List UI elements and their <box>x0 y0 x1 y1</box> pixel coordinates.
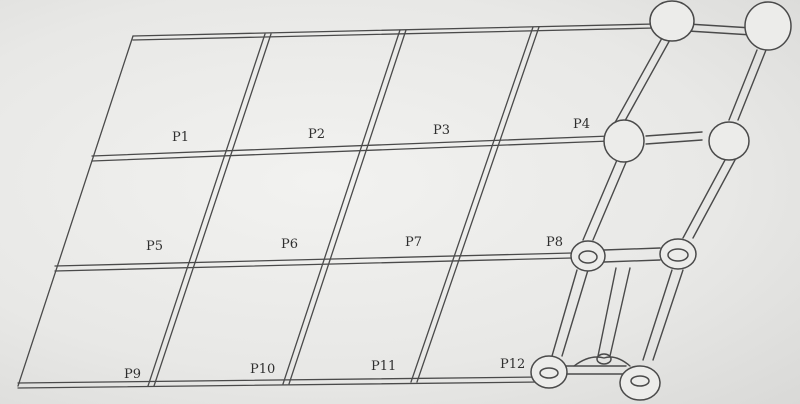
label-p8: P8 <box>546 235 563 250</box>
label-p10: P10 <box>250 362 275 377</box>
lower-beam-bottom <box>566 366 626 374</box>
label-p5: P5 <box>146 239 163 254</box>
label-p3: P3 <box>433 123 450 138</box>
column-base <box>574 357 630 366</box>
mid-beam <box>646 132 702 144</box>
footing-left <box>531 356 567 388</box>
top-beam <box>688 24 752 35</box>
label-p12: P12 <box>500 357 525 372</box>
joint-mid-right <box>709 122 749 160</box>
grid-top-edge <box>133 24 655 40</box>
label-p9: P9 <box>124 367 141 382</box>
lower-right-post <box>643 270 683 360</box>
label-p7: P7 <box>405 235 422 250</box>
joint-top-right <box>745 2 791 50</box>
inner-column <box>598 268 630 356</box>
joint-top-left <box>650 1 694 41</box>
grid-col-line-1 <box>148 34 271 386</box>
grid-row-line-1 <box>92 136 610 161</box>
joint-low-left <box>571 241 605 271</box>
lower-beam-top <box>604 248 660 262</box>
label-p2: P2 <box>308 127 325 142</box>
plot-grid <box>18 24 655 388</box>
grid-row-line-2 <box>55 253 572 271</box>
grid-left-edge <box>18 36 133 386</box>
label-p11: P11 <box>371 359 396 374</box>
label-p1: P1 <box>172 130 189 145</box>
joint-mid-left <box>604 120 644 162</box>
lower-left-post <box>552 270 588 356</box>
footing-right <box>620 366 660 400</box>
frame-structure <box>552 24 766 374</box>
label-p4: P4 <box>573 117 590 132</box>
column-footing <box>597 354 611 364</box>
grid-bottom-edge <box>18 377 540 388</box>
label-p6: P6 <box>281 237 298 252</box>
grid-col-line-2 <box>283 30 406 384</box>
grid-col-line-3 <box>411 27 539 382</box>
joint-low-right <box>660 239 696 269</box>
